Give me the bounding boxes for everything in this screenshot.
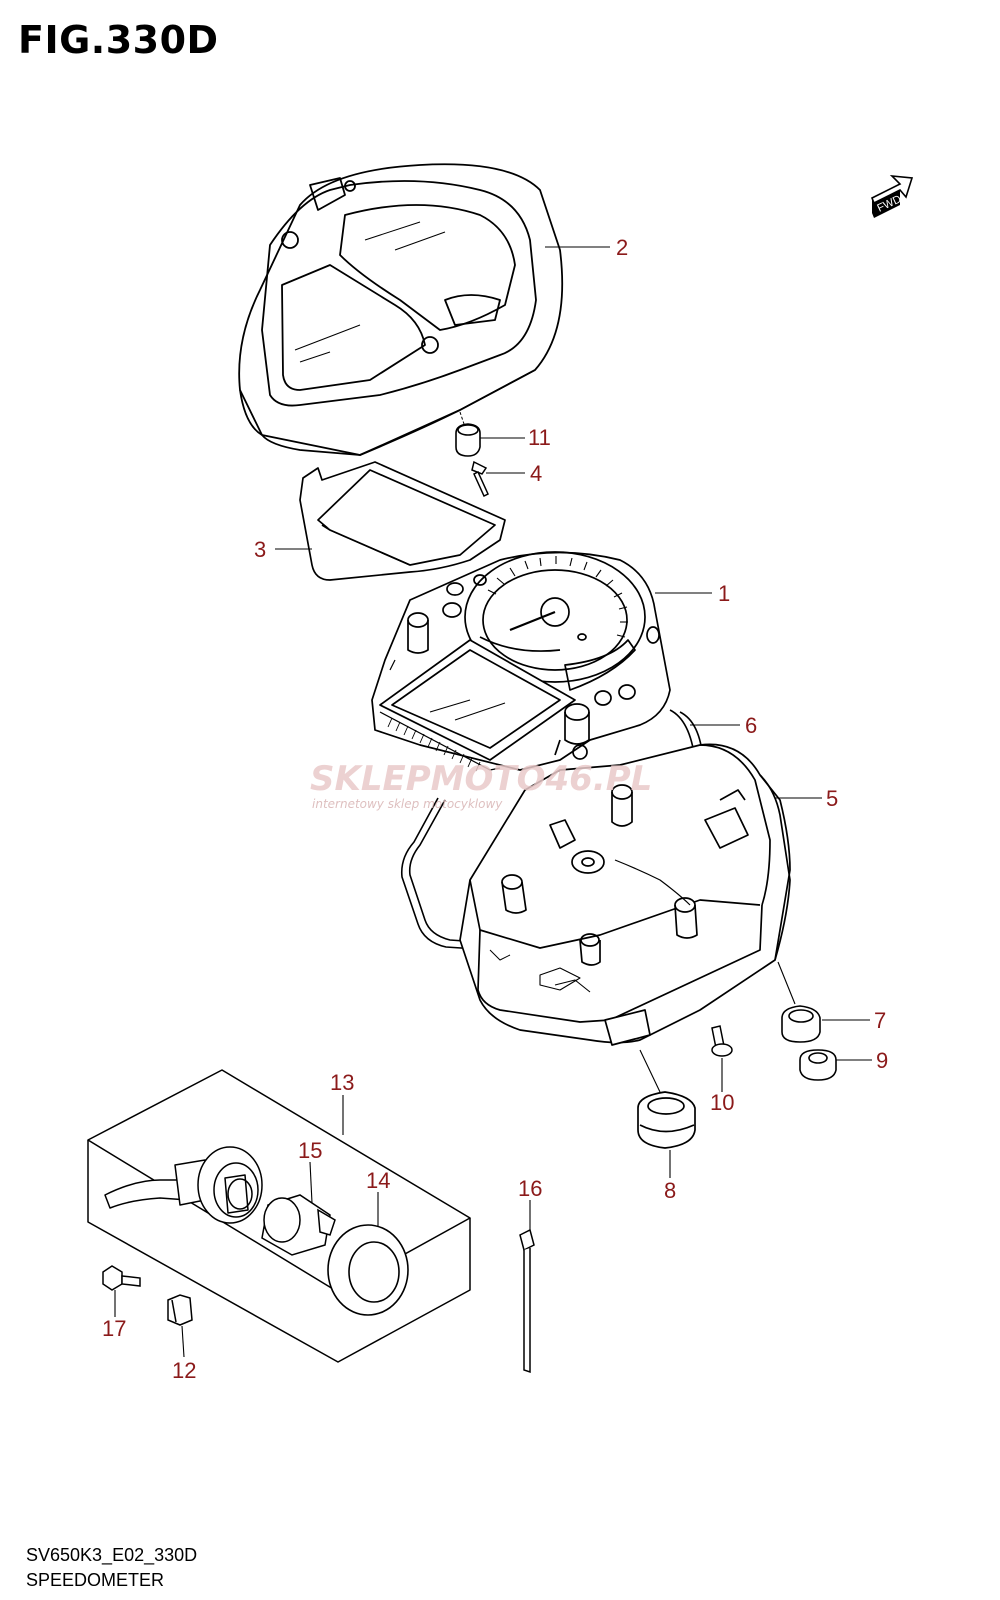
callout-8: 8 — [664, 1178, 676, 1203]
callout-labels: 2 11 4 3 1 6 5 7 9 10 8 13 15 14 16 17 1… — [102, 235, 888, 1383]
part-10-screw — [712, 1026, 732, 1056]
part-14-seal-ring — [328, 1225, 408, 1315]
figure-title: FIG.330D — [18, 18, 219, 62]
leader-lines — [115, 247, 872, 1357]
callout-10: 10 — [710, 1090, 734, 1115]
part-1-meter-assembly — [372, 552, 670, 771]
callout-15: 15 — [298, 1138, 322, 1163]
part-16-cable-tie — [520, 1230, 534, 1372]
part-3-lens — [300, 462, 505, 580]
watermark: SKLEPMOTO46.PL internetowy sklep motocyk… — [310, 759, 652, 811]
callout-11: 11 — [528, 425, 551, 450]
callout-13: 13 — [330, 1070, 354, 1095]
callout-16: 16 — [518, 1176, 542, 1201]
part-5-meter-case — [460, 744, 790, 1045]
callout-3: 3 — [254, 537, 266, 562]
figure-code: SV650K3_E02_330D — [26, 1545, 198, 1565]
part-17-bolt — [103, 1266, 140, 1290]
part-15-socket — [262, 1195, 335, 1255]
part-4-screw — [472, 462, 488, 496]
part-8-rubber-mount — [638, 1092, 695, 1148]
callout-12: 12 — [172, 1358, 196, 1383]
part-12-clamp — [168, 1295, 192, 1325]
callout-14: 14 — [366, 1168, 390, 1193]
part-7-grommet — [782, 1006, 820, 1042]
part-9-collar — [800, 1050, 836, 1080]
callout-1: 1 — [718, 581, 730, 606]
callout-9: 9 — [876, 1048, 888, 1073]
callout-4: 4 — [530, 461, 542, 486]
part-11-grommet — [456, 412, 480, 456]
callout-5: 5 — [826, 786, 838, 811]
callout-6: 6 — [745, 713, 757, 738]
callout-7: 7 — [874, 1008, 886, 1033]
callout-17: 17 — [102, 1316, 126, 1341]
figure-name: SPEEDOMETER — [26, 1570, 165, 1590]
callout-2: 2 — [616, 235, 628, 260]
watermark-main: SKLEPMOTO46.PL — [310, 759, 652, 799]
fwd-arrow-icon: FWD — [872, 176, 912, 218]
part-2-meter-cover — [239, 164, 562, 455]
watermark-sub: internetowy sklep motocyklowy — [312, 797, 503, 811]
